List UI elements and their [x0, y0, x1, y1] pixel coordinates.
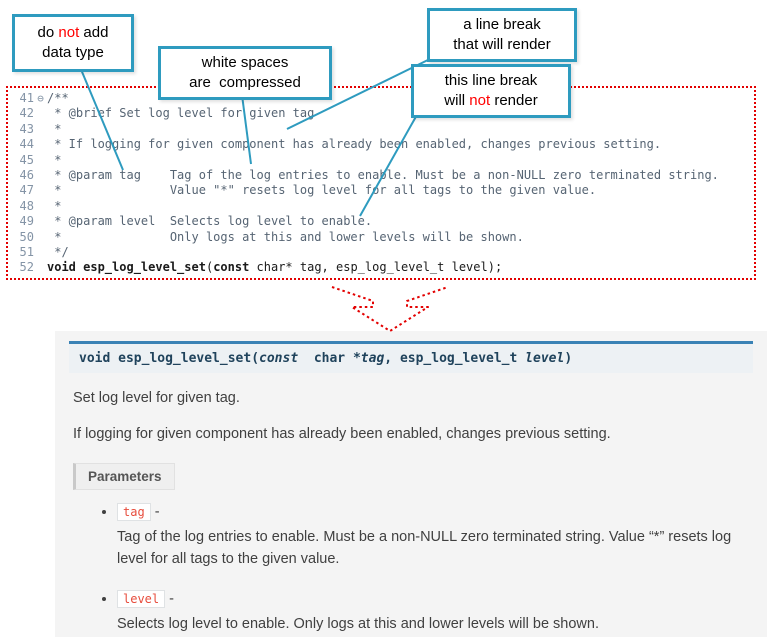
line-number: 51	[19, 245, 34, 260]
callout-text: are compressed	[189, 74, 301, 91]
parameters-list: tag - Tag of the log entries to enable. …	[69, 503, 753, 636]
code-text: * @param level Selects log level to enab…	[47, 214, 373, 229]
code-text: * Value "*" resets log level for all tag…	[47, 183, 597, 198]
line-number: 43	[19, 121, 34, 136]
line-number: 52	[19, 260, 34, 275]
code-text: *	[47, 121, 62, 136]
param-description: Tag of the log entries to enable. Must b…	[117, 529, 732, 567]
code-text: * @param tag Tag of the log entries to e…	[47, 168, 719, 183]
line-number: 45	[19, 152, 34, 167]
code-text: * @brief Set log level for given tag	[47, 106, 315, 121]
code-editor-snippet: 41⊖/** 42 * @brief Set log level for giv…	[6, 86, 756, 280]
code-line: 51 */	[12, 245, 750, 260]
code-line-function-declaration: 52 void esp_log_level_set(const char* tag…	[12, 260, 750, 275]
code-text: *	[47, 152, 62, 167]
rendered-docs-panel: void esp_log_level_set(const char *tag, …	[55, 331, 767, 637]
param-description: Selects log level to enable. Only logs a…	[117, 615, 599, 632]
code-text: * If logging for given component has alr…	[47, 137, 662, 152]
callout-whitespace-compressed: white spaces are compressed	[158, 46, 332, 100]
code-line: 49 * @param level Selects log level to e…	[12, 214, 750, 229]
function-name: esp_log_level_set	[118, 351, 252, 366]
code-text: void esp_log_level_set(const char* tag, …	[47, 260, 502, 274]
callout-text: that will render	[453, 36, 551, 53]
code-text: */	[47, 245, 69, 260]
brief-paragraph: Set log level for given tag.	[73, 390, 240, 406]
code-line: 47 * Value "*" resets log level for all …	[12, 183, 750, 198]
callout-no-data-type: do not add data type	[12, 14, 134, 72]
param-name-code: level	[117, 589, 166, 608]
punctuation: (	[205, 260, 214, 275]
callout-line-break-not-render: this line break will not render	[411, 64, 571, 118]
param-dash: -	[150, 504, 160, 521]
line-number: 44	[19, 137, 34, 152]
type: char *	[298, 351, 361, 366]
function-name: esp_log_level_set	[83, 260, 206, 275]
fold-minus-icon: ⊖	[37, 92, 44, 105]
type: esp_log_level_t	[399, 351, 526, 366]
code-line: 50 * Only logs at this and lower levels …	[12, 230, 750, 245]
param-name-code: tag	[117, 503, 151, 522]
keyword: const	[213, 260, 250, 275]
code-line: 43 *	[12, 122, 750, 137]
line-number: 42	[19, 106, 34, 121]
line-number: 41	[19, 91, 34, 105]
punctuation: )	[564, 351, 573, 366]
punctuation: ,	[384, 351, 400, 366]
transform-arrow-icon	[331, 286, 449, 332]
line-number: 47	[19, 183, 34, 198]
line-number: 46	[19, 168, 34, 183]
callout-line-break-renders: a line break that will render	[427, 8, 577, 62]
parameters-heading: Parameters	[73, 463, 175, 491]
param-name: tag	[360, 351, 385, 366]
code-line: 42 * @brief Set log level for given tag	[12, 106, 750, 121]
parameter-item: level - Selects log level to enable. Onl…	[117, 589, 753, 636]
callout-text: data type	[42, 44, 104, 61]
keyword: void	[47, 260, 84, 275]
param-dash: -	[165, 590, 174, 607]
callout-text: this line break	[444, 72, 538, 90]
code-text: /**	[47, 91, 69, 105]
keyword: const	[259, 351, 299, 366]
code-text: *	[47, 198, 62, 213]
detail-paragraph: If logging for given component has alrea…	[73, 426, 611, 443]
param-name: level	[525, 351, 565, 366]
callout-text: do not add	[37, 24, 109, 42]
callout-text: white spaces	[201, 54, 289, 72]
line-number: 50	[19, 229, 34, 244]
code-line: 46 * @param tag Tag of the log entries t…	[12, 168, 750, 183]
callout-text: will not render	[444, 92, 538, 109]
line-number: 48	[19, 198, 34, 213]
line-number: 49	[19, 214, 34, 229]
keyword: void	[79, 351, 119, 366]
code-line: 48 *	[12, 199, 750, 214]
code-line: 45 *	[12, 153, 750, 168]
code-line: 41⊖/**	[12, 91, 750, 106]
function-signature: void esp_log_level_set(const char *tag, …	[69, 341, 753, 373]
parameter-item: tag - Tag of the log entries to enable. …	[117, 503, 753, 571]
code-text: * Only logs at this and lower levels wil…	[47, 229, 524, 244]
punctuation: (	[251, 351, 260, 366]
code-line: 44 * If logging for given component has …	[12, 137, 750, 152]
callout-text: a line break	[463, 16, 541, 34]
code-rest: char* tag, esp_log_level_t level);	[249, 260, 503, 275]
